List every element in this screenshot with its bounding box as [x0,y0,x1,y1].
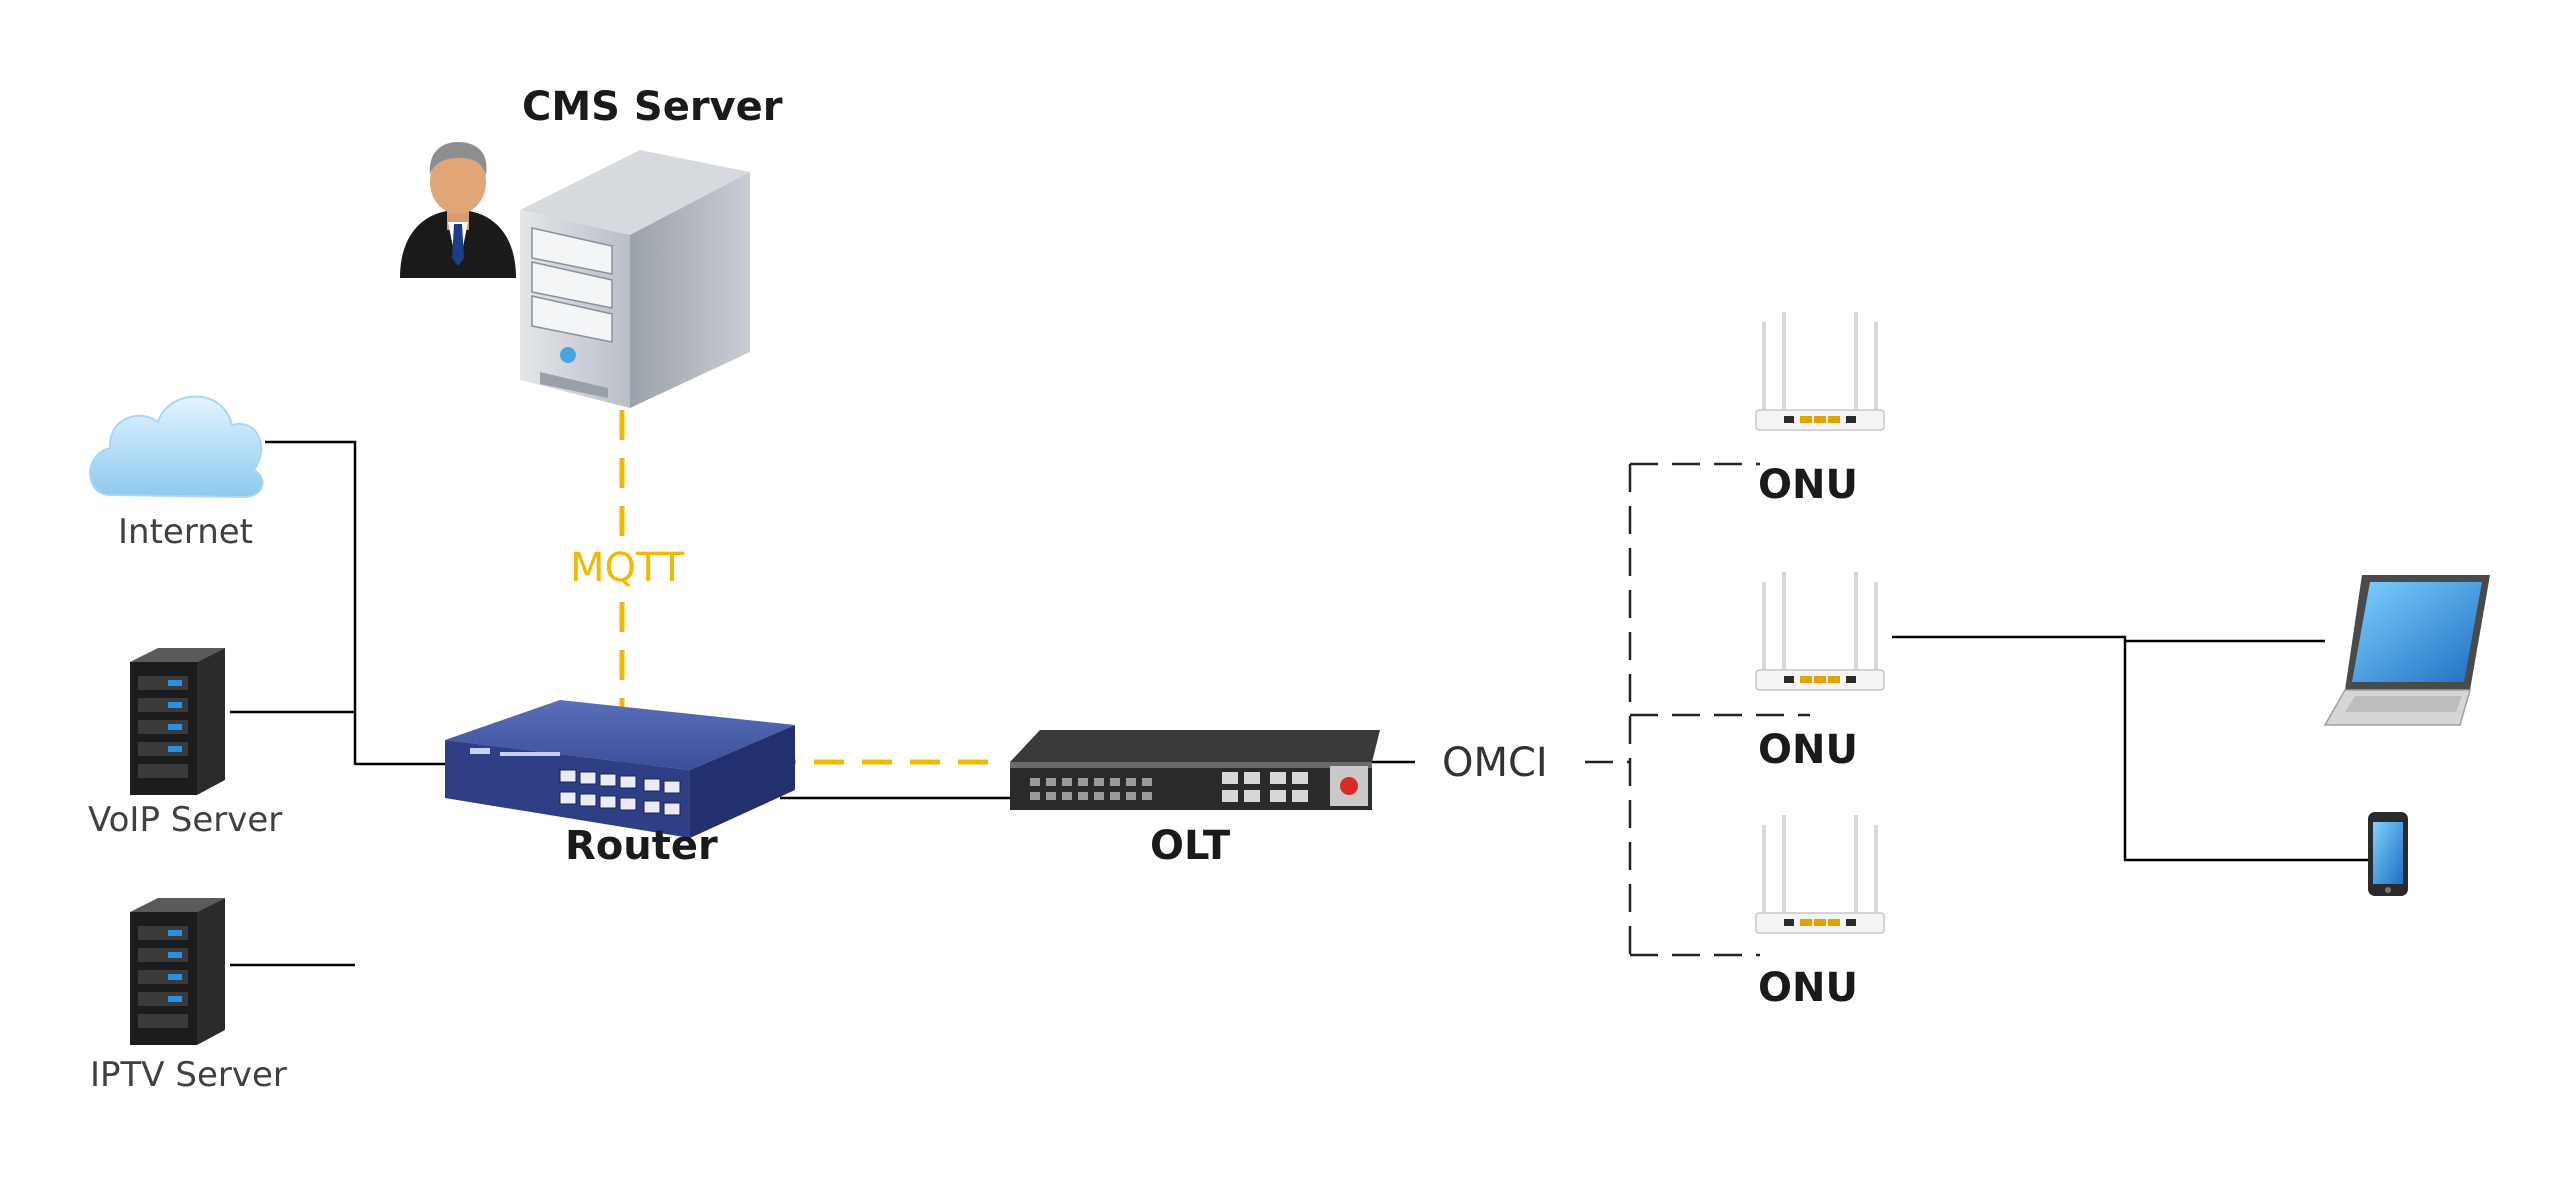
cms-server-label: CMS Server [522,84,783,130]
internet-label: Internet [118,512,254,552]
onu-label-2: ONU [1758,727,1858,773]
wifi-router-icon [1755,312,1885,431]
wired-links [230,440,2368,967]
mqtt-link-label: MQTT [566,545,689,591]
laptop-icon [2323,575,2490,726]
internet-link [265,440,357,765]
omci-link-label: OMCI [1438,740,1552,786]
rack-server-icon [130,898,225,1045]
cloud-icon [89,395,264,499]
olt-chassis-icon [1010,730,1380,810]
voip-server-label: VoIP Server [88,800,283,840]
tower-server-icon [520,150,750,408]
onu-label-1: ONU [1758,462,1858,508]
omci-pon-tree [1585,462,1810,957]
rack-server-icon [130,648,225,795]
wifi-router-icon [1755,572,1885,691]
smartphone-icon [2368,812,2408,896]
admin-user-icon [400,142,516,278]
router-icon [445,700,795,838]
router-label: Router [565,823,718,869]
wifi-router-icon [1755,815,1885,934]
onu-label-3: ONU [1758,965,1858,1011]
olt-label: OLT [1150,823,1231,869]
onu-to-clients-link [1892,635,2368,862]
iptv-server-label: IPTV Server [90,1055,287,1095]
